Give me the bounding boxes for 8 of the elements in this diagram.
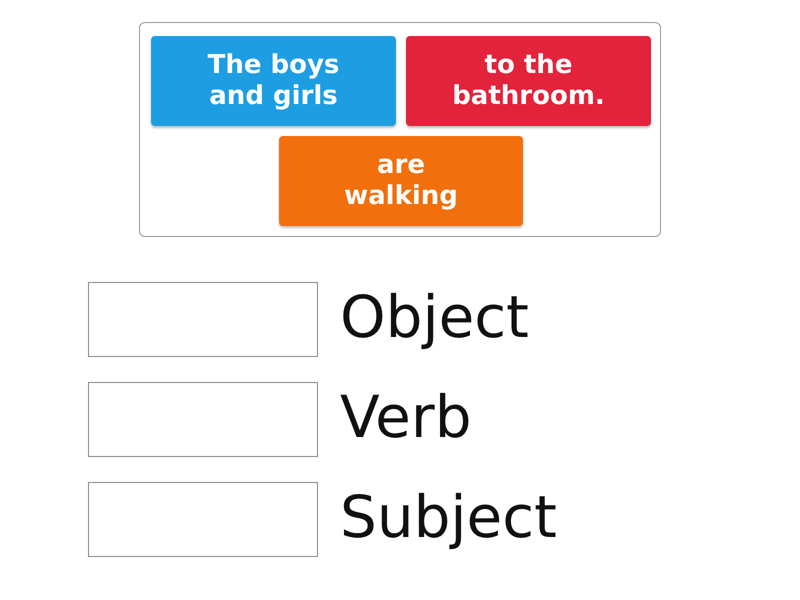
word-tile: are walking [279,136,523,226]
word-tile: to the bathroom. [406,36,651,126]
tile-tray [139,22,661,237]
answer-label: Verb [340,388,472,446]
answer-box [88,382,318,457]
answer-box [88,282,318,357]
answer-box [88,482,318,557]
word-tile: The boys and girls [151,36,396,126]
